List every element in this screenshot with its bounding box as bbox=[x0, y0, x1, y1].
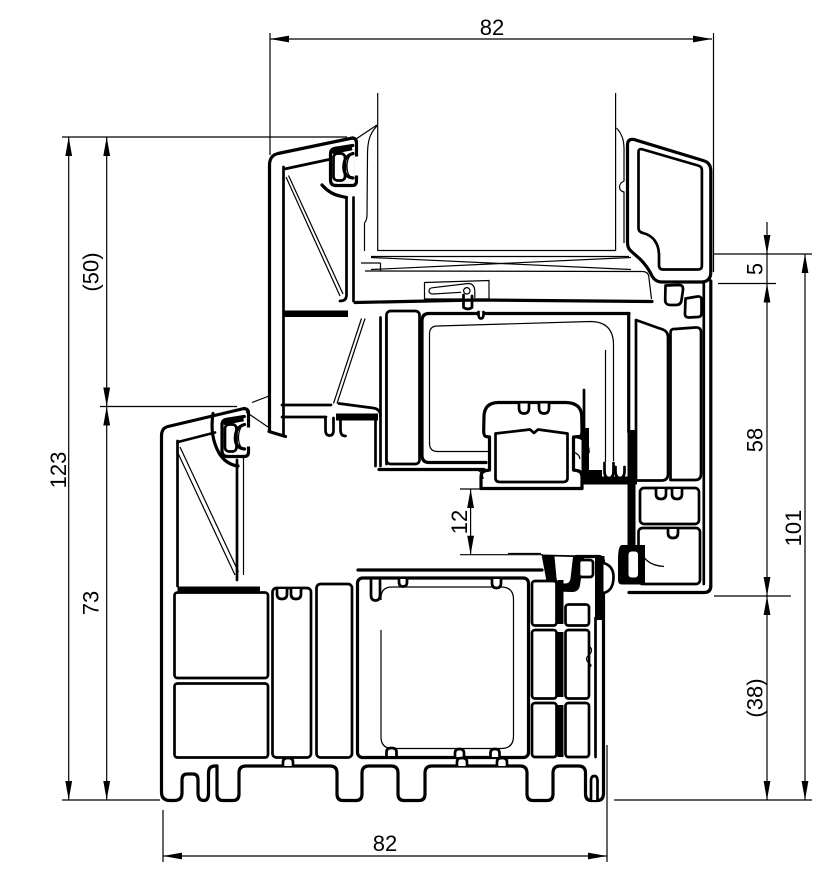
svg-text:58: 58 bbox=[743, 428, 768, 452]
svg-text:5: 5 bbox=[743, 263, 768, 275]
svg-text:82: 82 bbox=[373, 831, 397, 856]
svg-text:101: 101 bbox=[781, 510, 806, 547]
svg-text:82: 82 bbox=[480, 15, 504, 40]
svg-text:(50): (50) bbox=[79, 252, 104, 291]
svg-text:73: 73 bbox=[79, 591, 104, 615]
svg-text:12: 12 bbox=[447, 510, 472, 534]
svg-text:(38): (38) bbox=[743, 678, 768, 717]
svg-text:123: 123 bbox=[46, 452, 71, 489]
